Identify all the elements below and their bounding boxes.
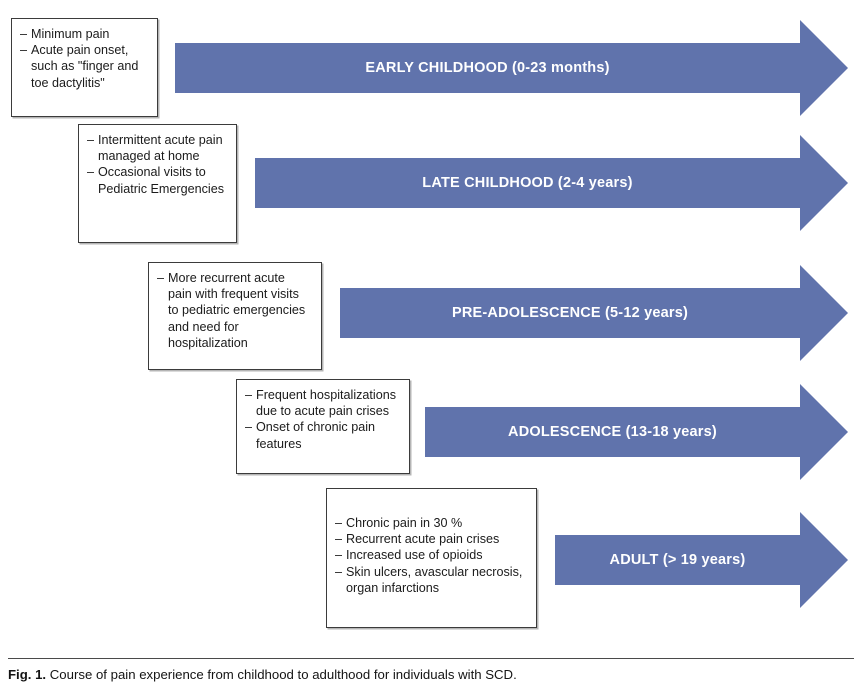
list-item: Onset of chronic pain features	[245, 419, 400, 451]
callout-list-pre-adolescence: More recurrent acute pain with frequent …	[157, 270, 312, 351]
callout-adolescence: Frequent hospitalizations due to acute p…	[236, 379, 410, 474]
list-item: Occasional visits to Pediatric Emergenci…	[87, 164, 227, 196]
callout-pre-adolescence: More recurrent acute pain with frequent …	[148, 262, 322, 370]
arrow-shape-late-childhood	[255, 135, 848, 231]
list-item: Intermittent acute pain managed at home	[87, 132, 227, 164]
callout-early-childhood: Minimum pain Acute pain onset, such as "…	[11, 18, 158, 117]
list-item: Minimum pain	[20, 26, 148, 42]
figure-caption-text: Course of pain experience from childhood…	[49, 667, 517, 682]
list-item: Increased use of opioids	[335, 547, 527, 563]
list-item: Frequent hospitalizations due to acute p…	[245, 387, 400, 419]
caption-divider	[8, 658, 854, 659]
list-item: Chronic pain in 30 %	[335, 515, 527, 531]
list-item: Recurrent acute pain crises	[335, 531, 527, 547]
list-item: Skin ulcers, avascular necrosis, organ i…	[335, 564, 527, 596]
arrow-shape-adolescence	[425, 384, 848, 480]
callout-list-late-childhood: Intermittent acute pain managed at home …	[87, 132, 227, 197]
callout-late-childhood: Intermittent acute pain managed at home …	[78, 124, 237, 243]
arrow-row-late-childhood: LATE CHILDHOOD (2-4 years)	[255, 133, 849, 233]
arrow-shape-early-childhood	[175, 20, 848, 116]
arrow-shape-adult	[555, 512, 848, 608]
callout-list-adult: Chronic pain in 30 % Recurrent acute pai…	[335, 515, 527, 596]
arrow-row-adolescence: ADOLESCENCE (13-18 years)	[425, 382, 849, 482]
figure-number: Fig. 1.	[8, 667, 47, 682]
callout-list-adolescence: Frequent hospitalizations due to acute p…	[245, 387, 400, 452]
arrow-row-pre-adolescence: PRE-ADOLESCENCE (5-12 years)	[340, 263, 849, 363]
callout-list-early-childhood: Minimum pain Acute pain onset, such as "…	[20, 26, 148, 91]
list-item: Acute pain onset, such as "finger and to…	[20, 42, 148, 91]
timeline-diagram: EARLY CHILDHOOD (0-23 months) Minimum pa…	[0, 0, 862, 645]
callout-adult: Chronic pain in 30 % Recurrent acute pai…	[326, 488, 537, 628]
list-item: More recurrent acute pain with frequent …	[157, 270, 312, 351]
arrow-shape-pre-adolescence	[340, 265, 848, 361]
arrow-row-adult: ADULT (> 19 years)	[555, 510, 849, 610]
figure-caption: Fig. 1. Course of pain experience from c…	[8, 666, 854, 684]
arrow-row-early-childhood: EARLY CHILDHOOD (0-23 months)	[175, 18, 849, 118]
